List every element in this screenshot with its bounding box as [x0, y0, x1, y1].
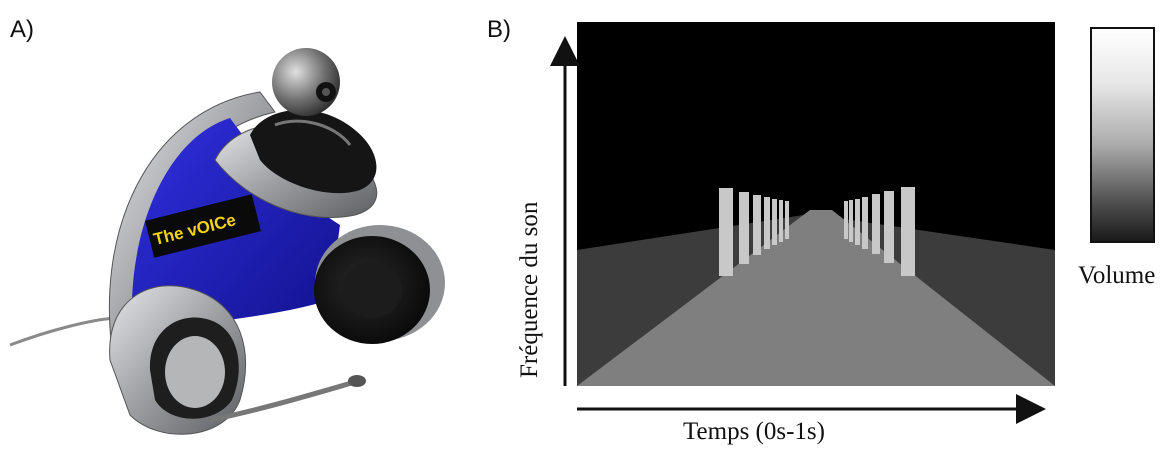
volume-gradient-legend — [1090, 27, 1155, 243]
left-earphone — [109, 285, 247, 435]
y-axis-label: Fréquence du son — [516, 201, 543, 378]
sound-spectrogram-diagram — [550, 22, 1055, 424]
x-axis-label: Temps (0s-1s) — [683, 418, 825, 445]
panel-a-label: A) — [10, 16, 34, 43]
scene-image — [577, 22, 1055, 386]
volume-legend-label: Volume — [1078, 262, 1156, 289]
voice-headset-photo: The vOICe — [9, 48, 445, 435]
right-earphone — [314, 225, 445, 344]
panel-b-label: B) — [487, 16, 511, 43]
